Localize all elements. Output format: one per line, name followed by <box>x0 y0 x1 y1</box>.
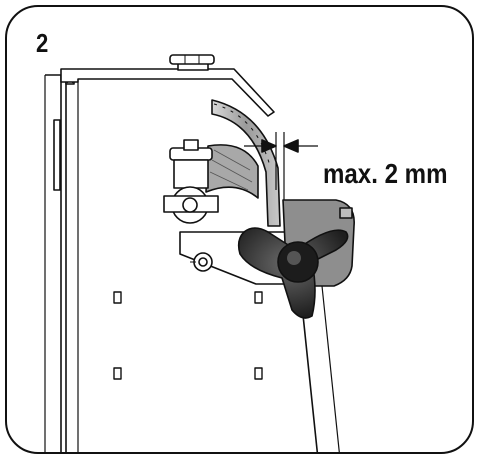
dimension-label: max. 2 mm <box>323 158 448 189</box>
body-slots <box>113 291 263 380</box>
wing-knob-icon <box>237 227 349 319</box>
figure-frame <box>5 5 474 454</box>
dimension-arrows-icon <box>244 132 318 200</box>
saw-wheel <box>205 144 259 199</box>
step-number: 2 <box>36 28 49 58</box>
guide-post <box>163 139 219 224</box>
upper-arm <box>60 54 275 117</box>
blade-guard <box>211 99 281 227</box>
